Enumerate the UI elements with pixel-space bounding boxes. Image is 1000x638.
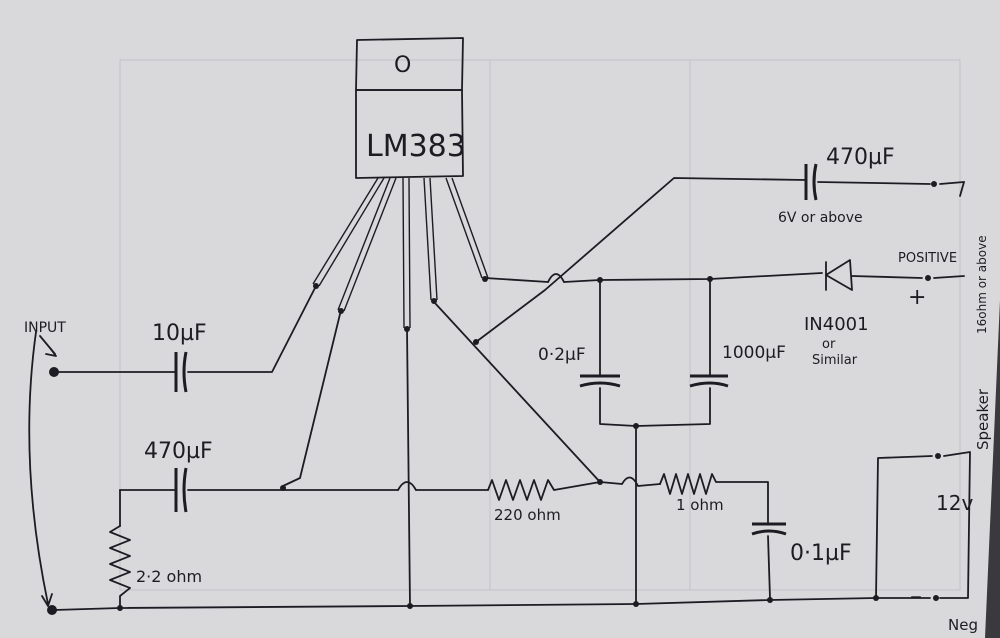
input-label: INPUT [24, 320, 66, 336]
diode-note-similar: Similar [812, 353, 858, 368]
zobel-cap-value: 0·1µF [790, 541, 852, 566]
plus-sign: + [908, 285, 926, 310]
input-cap-value: 10µF [152, 321, 207, 346]
neg-label: Neg [948, 616, 978, 634]
diode-note-or: or [822, 337, 836, 352]
lm383-chip: O LM383 [355, 37, 466, 179]
speaker-rating: 16ohm or above [975, 235, 989, 334]
supply-voltage-label: 12v [936, 491, 973, 515]
output-capacitor [804, 163, 818, 201]
supply-large-cap-value: 1000µF [722, 343, 786, 363]
feedback-resistor-value: 220 ohm [494, 506, 561, 524]
chip-label: LM383 [366, 129, 466, 164]
bypass-capacitor [174, 467, 188, 513]
supply-small-cap-value: 0·2µF [538, 345, 586, 365]
junction-dots [47, 181, 941, 615]
zobel-resistor-value: 1 ohm [676, 496, 724, 514]
diode-symbol [825, 259, 923, 291]
speaker-label: Speaker [974, 388, 992, 450]
diode-part-label: IN4001 [804, 314, 869, 335]
chip-pin1-mark: O [394, 53, 411, 78]
positive-label: POSITIVE [898, 251, 957, 266]
output-cap-rating: 6V or above [778, 210, 863, 226]
chip-pins [312, 177, 489, 329]
input-capacitor [174, 351, 188, 393]
output-cap-value: 470µF [826, 145, 895, 170]
minus-sign: – [910, 582, 922, 610]
ground-resistor-value: 2·2 ohm [136, 567, 202, 586]
paper-grid [119, 59, 961, 591]
bypass-cap-value: 470µF [144, 439, 213, 464]
